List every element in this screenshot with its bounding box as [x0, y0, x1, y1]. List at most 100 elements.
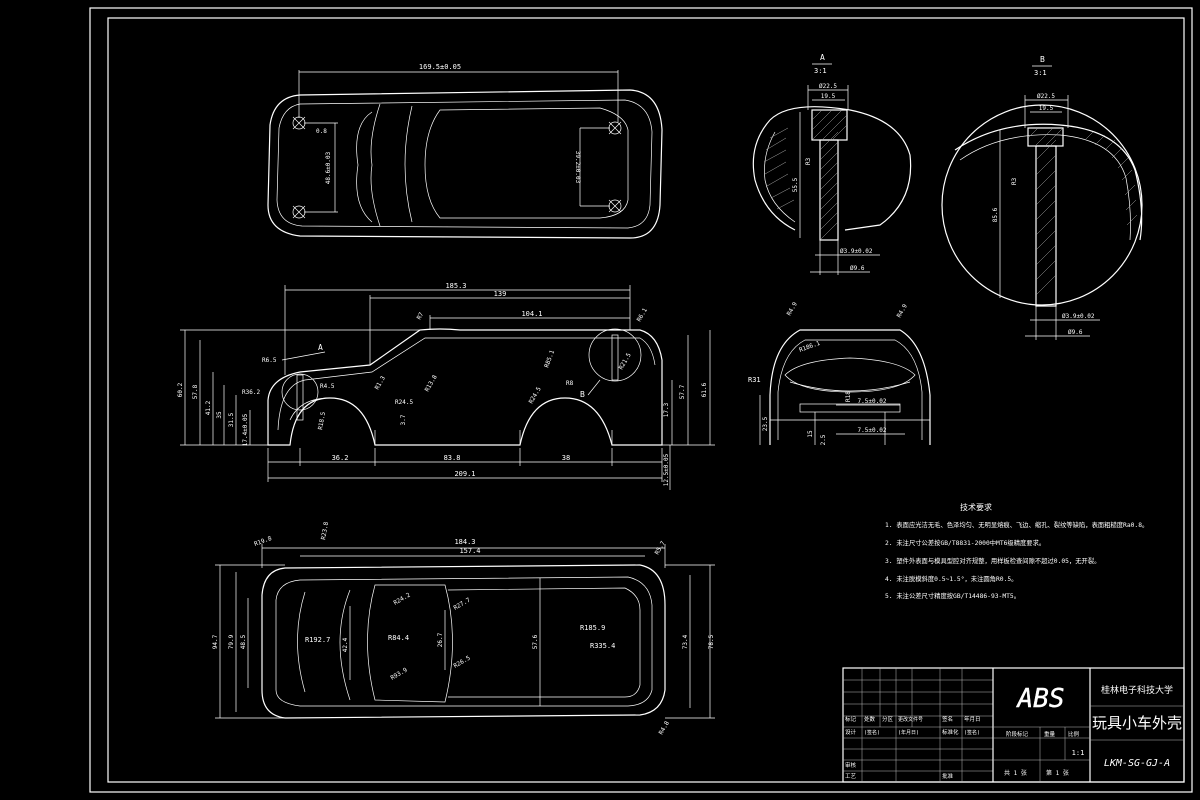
dim-side-17: 17.4±0.05: [242, 413, 249, 446]
tech-item-5: 5. 未注公差尺寸精度按GB/T14486-93-MT5。: [885, 591, 1020, 600]
dim-bot-799: 79.9: [228, 634, 235, 649]
label-section-a: A: [318, 343, 323, 352]
detail-a: A 3:1 Ø22.5 19.5 55.5 R3 Ø3.9±0.02 Ø9.6: [752, 53, 912, 275]
dim-bot-576: 57.6: [532, 634, 539, 649]
dim-side-578: 57.8: [192, 384, 199, 399]
detail-b-scale: 3:1: [1034, 69, 1047, 77]
dim-top-w1: 48.6±0.03: [325, 151, 332, 184]
dim-side-173: 17.3: [663, 402, 670, 417]
r-label-851: R85.1: [543, 349, 556, 369]
top-view: 169.5±0.05 0.8 48.6±0.03 39.2±0.03: [267, 63, 663, 239]
tech-requirements: 技术要求 1. 表面应光洁无毛、色泽均匀、无明显熔痕、飞边、缩孔、裂纹等缺陷，表…: [885, 502, 1148, 600]
dim-bot-947: 94.7: [212, 634, 219, 649]
r-label-844: R84.4: [388, 634, 409, 642]
r-label-45: R4.5: [320, 383, 335, 390]
tech-item-4: 4. 未注脱模斜度0.5~1.5°，未注圆角R0.5。: [885, 574, 1017, 583]
detail-b-d39: Ø3.9±0.02: [1062, 313, 1095, 320]
detail-a-d96: Ø9.6: [850, 265, 865, 272]
tech-item-3: 3. 塑件外表面与模具型腔对齐规整，用样板检查间隙不超过0.05，无开裂。: [885, 556, 1100, 565]
scale-value: 1:1: [1072, 749, 1085, 757]
front-r49b: R4.9: [896, 303, 909, 319]
school-name: 桂林电子科技大学: [1101, 684, 1173, 696]
dim-top-length: 169.5±0.05: [419, 63, 461, 71]
rev-label-count: 处数: [864, 715, 876, 723]
detail-b-195: 19.5: [1039, 105, 1054, 112]
r-label-61: R6.1: [636, 307, 649, 323]
front-15: 15: [807, 430, 814, 438]
front-r31: R31: [748, 376, 761, 384]
rev-label-docno: 更改文件号: [898, 716, 923, 723]
detail-a-r3: R3: [805, 157, 812, 165]
stage-label: 阶段标记: [1006, 730, 1029, 738]
dim-bot-734: 73.4: [682, 634, 689, 649]
dim-top-small: 0.8: [316, 128, 327, 135]
r-label-198: R19.8: [253, 535, 273, 548]
row-std-sign: (签名): [964, 729, 980, 736]
detail-a-195: 19.5: [821, 93, 836, 100]
front-75a: 7.5±0.02: [858, 398, 887, 405]
r-label-65: R6.5: [262, 357, 277, 364]
front-75b: 7.5±0.02: [858, 427, 887, 434]
dim-bot-1843: 184.3: [454, 538, 475, 546]
tech-item-1: 1. 表面应光洁无毛、色泽均匀、无明显熔痕、飞边、缩孔、裂纹等缺陷，表面粗糙度R…: [885, 520, 1148, 529]
side-view: 185.3 139 104.1 36.2 83.8 38 209.1 60.2 …: [177, 282, 715, 490]
tech-item-2: 2. 未注尺寸公差按GB/T8831-2000中MT6级精度要求。: [885, 538, 1045, 547]
part-name: 玩具小车外壳: [1092, 714, 1182, 732]
front-235: 23.5: [762, 416, 769, 431]
outer-border: [89, 7, 1193, 793]
detail-a-d225: Ø22.5: [819, 83, 837, 90]
r-label-362: R36.2: [242, 389, 260, 396]
r-label-1859: R185.9: [580, 624, 605, 632]
front-view: R4.9 R4.9 R186.1 R31 23.5 15 2.5 7.5±0.0…: [748, 301, 931, 445]
r-label-185: R18.5: [317, 411, 327, 430]
front-r18: R18: [845, 391, 852, 402]
dim-bot-267: 26.7: [437, 632, 444, 647]
drawing-number: LKM-SG-GJ-A: [1104, 758, 1170, 769]
dim-side-overall: 185.3: [445, 282, 466, 290]
row-design-sign: (签名): [864, 729, 880, 736]
r-label-1927: R192.7: [305, 636, 330, 644]
material-abs: ABS: [1016, 684, 1065, 714]
dim-side-139: 139: [494, 290, 507, 298]
dim-bot-1574: 157.4: [459, 547, 480, 555]
r-label-13: R1.3: [374, 375, 387, 391]
r-label-245b: R24.5: [528, 386, 543, 405]
row-std: 标准化: [942, 728, 959, 736]
dim-bot-785: 78.5: [708, 634, 715, 649]
r-label-265: R26.5: [453, 654, 472, 669]
r-label-277: R27.7: [453, 596, 472, 611]
r-label-3354: R335.4: [590, 642, 615, 650]
dim-side-362: 36.2: [332, 454, 349, 462]
r-label-215: R21.5: [618, 352, 633, 371]
rev-label-mark: 标记: [845, 715, 857, 723]
r-label-245a: R24.5: [395, 399, 413, 406]
row-design: 设计: [845, 728, 857, 736]
dim-side-412: 41.2: [205, 400, 212, 415]
detail-a-scale: 3:1: [814, 67, 827, 75]
dim-side-577: 57.7: [679, 384, 686, 399]
bottom-view: 184.3 157.4 94.7 79.9 48.5 57.6 73.4 78.…: [212, 521, 715, 736]
dim-side-616: 61.6: [701, 382, 708, 397]
sheet-number: 第 1 张: [1046, 769, 1069, 777]
rev-label-zone: 分区: [882, 715, 894, 723]
rev-label-date: 年月日: [964, 715, 981, 723]
dim-bot-424: 42.4: [342, 637, 349, 652]
dim-top-w2: 39.2±0.03: [574, 151, 581, 184]
front-r49a: R4.9: [786, 301, 799, 317]
detail-a-555: 55.5: [792, 177, 799, 192]
front-25: 2.5: [820, 434, 827, 445]
detail-a-d39: Ø3.9±0.02: [840, 248, 873, 255]
detail-b-title: B: [1040, 55, 1045, 64]
dim-bot-485: 48.5: [240, 634, 247, 649]
r-label-8: R8: [566, 380, 574, 387]
row-design-date: (年月日): [898, 729, 919, 736]
rev-label-sign: 签名: [942, 715, 953, 723]
dim-side-315: 31.5: [228, 412, 235, 427]
dim-side-104: 104.1: [521, 310, 542, 318]
detail-b: B 3:1 Ø22.5 19.5 85.6 R3 Ø3.9±0.02 Ø9.6: [941, 55, 1143, 340]
detail-a-title: A: [820, 53, 825, 62]
r-label-242: R24.2: [393, 591, 412, 606]
r-label-138: R13.8: [424, 374, 439, 393]
r-label-7: R7: [416, 311, 426, 321]
dim-side-838: 83.8: [444, 454, 461, 462]
